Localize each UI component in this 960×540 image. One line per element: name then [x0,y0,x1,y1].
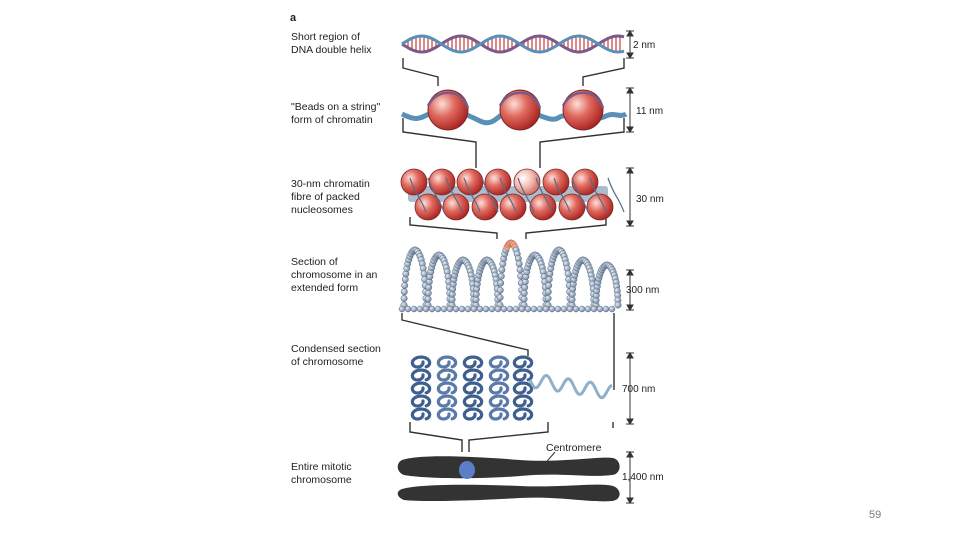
nucleosome [485,169,511,195]
chromatin-bead [399,306,405,312]
nucleosome [500,194,526,220]
chromatin-bead [546,282,552,288]
dna-double-helix [402,36,624,52]
chromatin-bead [561,306,567,312]
extended-chromosome-section [399,240,621,312]
chromatin-bead [615,302,621,308]
chromatin-bead [417,306,423,312]
chromatin-bead [425,296,431,302]
chromatin-bead [545,295,551,301]
chromatin-bead [465,306,471,312]
dimension-arrows [626,31,634,503]
chromatin-bead [411,306,417,312]
nucleosome [563,90,603,130]
nucleosome [401,169,427,195]
chromatin-bead [429,306,435,312]
chromatin-bead [543,306,549,312]
chromatin-bead [471,306,477,312]
chromatin-bead [573,306,579,312]
nucleosome [443,194,469,220]
chromatin-bead [453,306,459,312]
chromatin-bead [585,306,591,312]
chromatin-bead [519,306,525,312]
chromatin-bead [402,282,408,288]
chromatin-bead [507,306,513,312]
condensed-chromosome-section [412,357,612,419]
chromatin-bead [603,306,609,312]
chromatin-bead [477,306,483,312]
chromatin-bead [405,306,411,312]
chromatin-bead [513,306,519,312]
chromatin-bead [567,306,573,312]
chromatin-bead [517,267,523,273]
chromatin-bead [401,295,407,301]
chromatin-bead [425,290,431,296]
chromatin-bead [545,289,551,295]
chromatin-bead [483,306,489,312]
chromatin-bead [555,306,561,312]
chromatin-bead [609,306,615,312]
chromatin-bead [591,306,597,312]
chromatin-bead [531,306,537,312]
chromatin-bead [459,306,465,312]
nucleosome [472,194,498,220]
chromatin-bead [537,306,543,312]
page-number: 59 [869,509,881,521]
nucleosome [572,169,598,195]
chromatin-bead [499,267,505,273]
chromatin-bead [579,306,585,312]
chromatin-bead [435,306,441,312]
chromatin-bead [521,296,527,302]
chromatin-bead [498,273,504,279]
chromatin-bead [401,289,407,295]
nucleosome [514,169,540,195]
chromatin-bead [525,306,531,312]
chromatin-bead [423,306,429,312]
chromatin-bead [501,306,507,312]
beads-on-string [402,90,626,130]
centromere-marker [459,461,475,479]
chromatin-bead [516,261,522,267]
chromatin-fibre-30nm [401,169,624,220]
nucleosome [587,194,613,220]
nucleosome [500,90,540,130]
nucleosome [428,90,468,130]
chromatin-bead [447,306,453,312]
nucleosome [530,194,556,220]
chromatin-bead [521,290,527,296]
mitotic-chromosome [398,452,620,501]
chromatin-bead [489,306,495,312]
chromatin-bead [549,306,555,312]
chromatin-bead [441,306,447,312]
chromatin-bead [495,306,501,312]
chromatin-bead [497,294,503,300]
chromatin-bead [497,287,503,293]
chromatin-bead [597,306,603,312]
chromatin-bead [498,280,504,286]
